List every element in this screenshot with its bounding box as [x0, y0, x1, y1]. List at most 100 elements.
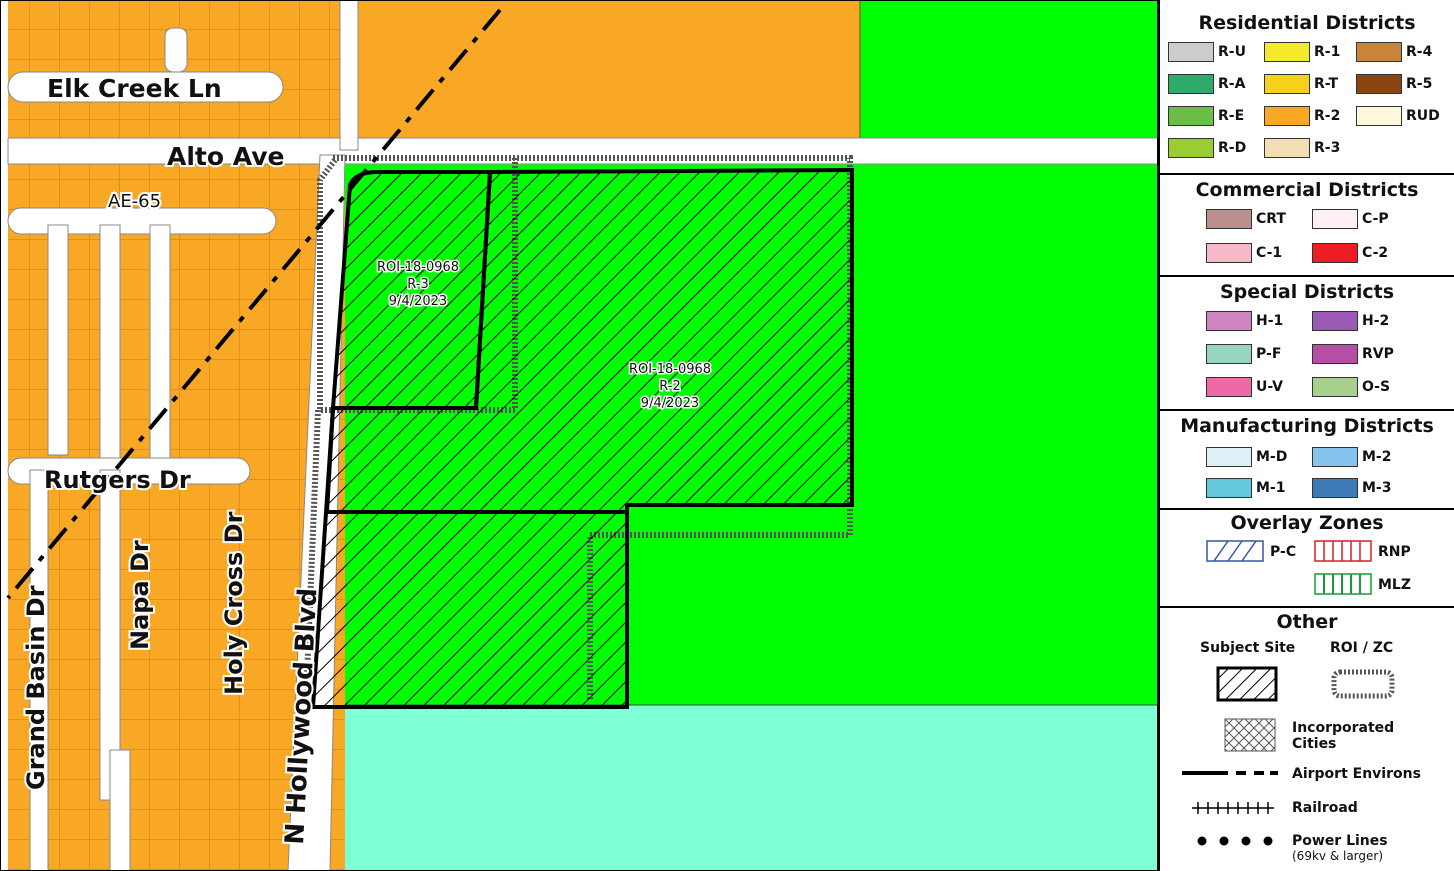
- legend-residential-swatch-r-d: [1168, 138, 1214, 158]
- legend-manufacturing-swatch-m-3: [1312, 478, 1358, 498]
- legend-roi-zc-label: ROI / ZC: [1330, 640, 1394, 656]
- legend-residential-label-r-2: R-2: [1314, 108, 1341, 124]
- legend-subject-site-label: Subject Site: [1200, 640, 1296, 656]
- legend-overlay-title: Overlay Zones: [1230, 512, 1384, 534]
- legend-manufacturing-title: Manufacturing Districts: [1180, 415, 1434, 437]
- legend-commercial-swatch-crt: [1206, 209, 1252, 229]
- legend-residential-label-r-3: R-3: [1314, 140, 1341, 156]
- legend-incorporated-label-2: Cities: [1292, 736, 1337, 752]
- legend-commercial-label-c-p: C-P: [1362, 211, 1389, 227]
- legend-other-title: Other: [1276, 611, 1338, 633]
- legend-residential-swatch-r-2: [1264, 106, 1310, 126]
- legend-residential-label-r-4: R-4: [1406, 44, 1433, 60]
- legend-special-swatch-u-v: [1206, 377, 1252, 397]
- legend-commercial-swatch-c-p: [1312, 209, 1358, 229]
- legend-residential-swatch-rud: [1356, 106, 1402, 126]
- legend-power-lines-sublabel: (69kv & larger): [1292, 849, 1384, 863]
- parcel-r2-zone: R-2: [659, 379, 680, 394]
- street-grand-basin: Grand Basin Dr: [22, 585, 50, 790]
- legend-commercial-label-c-1: C-1: [1256, 245, 1283, 261]
- legend-railroad-label: Railroad: [1292, 800, 1358, 816]
- overlay-mlz-label: MLZ: [1378, 577, 1412, 593]
- overlay-mlz-swatch: [1314, 573, 1372, 595]
- legend-residential-label-rud: RUD: [1406, 108, 1440, 124]
- legend-incorporated-label-1: Incorporated: [1292, 720, 1395, 736]
- legend-commercial-swatch-c-2: [1312, 243, 1358, 263]
- incorporated-cities-swatch: [1224, 718, 1276, 752]
- legend-special-swatch-rvp: [1312, 344, 1358, 364]
- legend-manufacturing-label-m-2: M-2: [1362, 449, 1392, 465]
- street-holy-cross: Holy Cross Dr: [220, 511, 248, 695]
- subject-site-swatch: [1216, 666, 1278, 702]
- legend-special-swatch-h-2: [1312, 311, 1358, 331]
- zone-aqua: [300, 705, 1158, 871]
- airport-environs-swatch: [1182, 771, 1278, 775]
- overlay-rnp-label: RNP: [1378, 544, 1411, 560]
- street-alto: Alto Ave: [167, 142, 284, 171]
- legend-residential-swatch-r-u: [1168, 42, 1214, 62]
- legend-residential-label-r-e: R-E: [1218, 108, 1245, 124]
- railroad-swatch: [1192, 802, 1274, 814]
- zone-label-ae65: AE-65: [108, 191, 161, 212]
- legend-manufacturing-label-m-d: M-D: [1256, 449, 1288, 465]
- legend-overlay: Overlay Zones P-C RNP MLZ: [1160, 510, 1454, 608]
- streets: [7, 0, 1158, 871]
- parcel-r2-id: ROI-18-0968: [629, 362, 711, 377]
- street-rutgers: Rutgers Dr: [44, 466, 191, 494]
- legend-manufacturing-label-m-3: M-3: [1362, 480, 1392, 496]
- legend-residential-label-r-d: R-D: [1218, 140, 1247, 156]
- parcel-r3-id: ROI-18-0968: [377, 260, 459, 275]
- legend-commercial-swatch-c-1: [1206, 243, 1252, 263]
- legend-commercial-title: Commercial Districts: [1195, 179, 1419, 201]
- legend-special-label-o-s: O-S: [1362, 379, 1391, 395]
- parcel-r3-date: 9/4/2023: [389, 294, 447, 309]
- legend-manufacturing-swatch-m-2: [1312, 447, 1358, 467]
- legend-special-swatch-h-1: [1206, 311, 1252, 331]
- legend-residential-swatch-r-5: [1356, 74, 1402, 94]
- overlay-pc-swatch: [1206, 540, 1264, 562]
- zoning-map[interactable]: Elk Creek Ln Alto Ave AE-65 Rutgers Dr N…: [0, 0, 1158, 871]
- legend-special-title: Special Districts: [1219, 281, 1395, 303]
- legend-commercial-label-c-2: C-2: [1362, 245, 1389, 261]
- street-elk-creek: Elk Creek Ln: [47, 74, 222, 103]
- legend-special-label-u-v: U-V: [1256, 379, 1283, 395]
- overlay-pc-label: P-C: [1270, 544, 1297, 560]
- legend-residential-label-r-u: R-U: [1218, 44, 1246, 60]
- legend-airport-label: Airport Environs: [1292, 766, 1421, 782]
- legend-residential-title: Residential Districts: [1198, 12, 1416, 34]
- legend-special-swatch-o-s: [1312, 377, 1358, 397]
- legend-residential-label-r-t: R-T: [1314, 76, 1339, 92]
- legend-residential-swatch-r-e: [1168, 106, 1214, 126]
- legend-residential-label-r-1: R-1: [1314, 44, 1341, 60]
- legend-manufacturing-label-m-1: M-1: [1256, 480, 1286, 496]
- legend-residential-swatch-r-4: [1356, 42, 1402, 62]
- legend-other: Other Subject Site ROI / ZC Incorporated…: [1160, 608, 1454, 871]
- legend-residential-swatch-r-t: [1264, 74, 1310, 94]
- legend-manufacturing-swatch-m-1: [1206, 478, 1252, 498]
- legend-residential-label-r-a: R-A: [1218, 76, 1246, 92]
- airport-environs-line: [6, 8, 502, 600]
- parcel-r2[interactable]: [310, 167, 854, 709]
- legend-residential-swatch-r-3: [1264, 138, 1310, 158]
- legend-commercial: Commercial Districts CRT C-P C-1 C-2: [1160, 175, 1454, 277]
- street-napa: Napa Dr: [126, 540, 154, 650]
- legend-special-label-p-f: P-F: [1256, 346, 1282, 362]
- legend-special-swatch-p-f: [1206, 344, 1252, 364]
- legend-special-label-h-1: H-1: [1256, 313, 1284, 329]
- legend-special-label-h-2: H-2: [1362, 313, 1390, 329]
- legend-special-label-rvp: RVP: [1362, 346, 1394, 362]
- power-lines-swatch: [1197, 836, 1273, 846]
- parcel-r2-date: 9/4/2023: [641, 396, 699, 411]
- parcel-r3-zone: R-3: [407, 277, 428, 292]
- legend-residential-swatch-r-a: [1168, 74, 1214, 94]
- legend-commercial-label-crt: CRT: [1256, 211, 1286, 227]
- roi-zc-swatch: [1331, 669, 1395, 699]
- legend-manufacturing-swatch-m-d: [1206, 447, 1252, 467]
- zone-orange-north: [354, 0, 861, 146]
- legend-residential-swatch-r-1: [1264, 42, 1310, 62]
- overlay-rnp-swatch: [1314, 540, 1372, 562]
